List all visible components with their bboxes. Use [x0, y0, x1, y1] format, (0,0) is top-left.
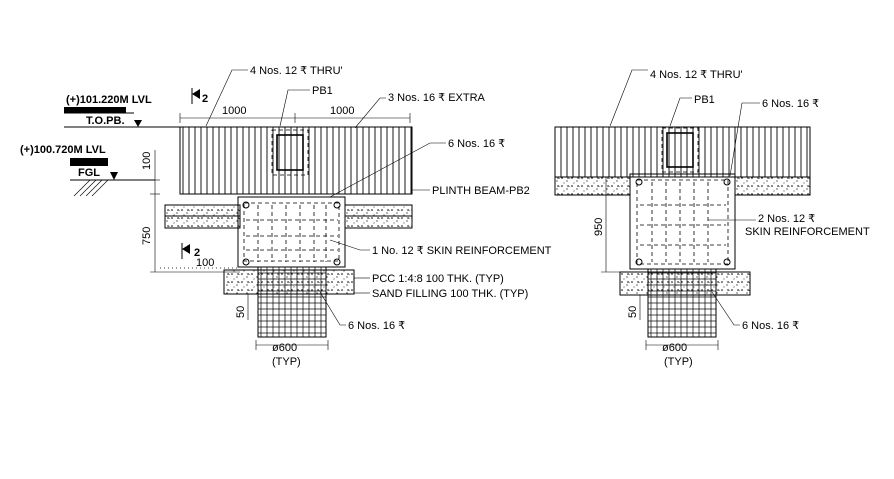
vertical-dimensions: 100 750 100 50 ø600 (TYP) [141, 150, 329, 368]
ground-level-label: (+)100.720M LVL [20, 144, 106, 156]
svg-text:950: 950 [593, 218, 605, 236]
right-section: 950 50 ø600 (TYP) 4 Nos. 12 ₹ THRU' PB1 … [554, 69, 870, 368]
left-section: (+)101.220M LVL T.O.PB. (+)100.720M LVL … [20, 65, 552, 368]
svg-text:1 No. 12 ₹ SKIN REINFORCEMENT: 1 No. 12 ₹ SKIN REINFORCEMENT [372, 245, 552, 257]
svg-text:2: 2 [194, 247, 200, 259]
svg-text:3 Nos. 16 ₹ EXTRA: 3 Nos. 16 ₹ EXTRA [388, 92, 486, 104]
ground-level-sub: FGL [78, 167, 100, 179]
svg-text:4 Nos. 12 ₹ THRU': 4 Nos. 12 ₹ THRU' [250, 65, 343, 77]
svg-text:6 Nos. 16 ₹: 6 Nos. 16 ₹ [762, 98, 819, 110]
svg-text:50: 50 [235, 306, 247, 318]
svg-text:750: 750 [141, 227, 153, 245]
span-dimension: 1000 1000 [179, 105, 411, 123]
svg-text:2: 2 [202, 93, 208, 105]
plinth-beam-right [554, 126, 811, 178]
svg-text:ø600: ø600 [272, 342, 297, 354]
svg-text:2 Nos. 12 ₹: 2 Nos. 12 ₹ [758, 213, 815, 225]
svg-text:1000: 1000 [330, 105, 354, 117]
section-mark-bottom: 2 [181, 243, 200, 259]
svg-text:(TYP): (TYP) [664, 356, 693, 368]
section-mark-top: 2 [191, 88, 208, 105]
svg-text:50: 50 [627, 306, 639, 318]
pile-cap-bars [242, 201, 341, 266]
svg-text:PB1: PB1 [312, 85, 333, 97]
svg-text:6 Nos. 16 ₹: 6 Nos. 16 ₹ [742, 320, 799, 332]
pile-beam-pb1-right [661, 127, 699, 173]
svg-text:PB1: PB1 [694, 94, 715, 106]
top-level-label: (+)101.220M LVL [66, 94, 152, 106]
pile-beam-pb1 [271, 129, 309, 176]
svg-text:(TYP): (TYP) [272, 356, 301, 368]
svg-text:1000: 1000 [222, 105, 246, 117]
svg-text:PLINTH BEAM-PB2: PLINTH BEAM-PB2 [432, 185, 530, 197]
svg-text:PCC 1:4:8 100 THK. (TYP): PCC 1:4:8 100 THK. (TYP) [372, 273, 504, 285]
svg-text:100: 100 [141, 152, 153, 170]
right-callouts: 4 Nos. 12 ₹ THRU' PB1 6 Nos. 16 ₹ 2 Nos.… [609, 69, 870, 332]
plinth-beam [179, 126, 413, 195]
pile [257, 266, 327, 338]
right-dimensions: 950 50 ø600 (TYP) [593, 176, 719, 368]
svg-text:SAND FILLING 100 THK. (TYP): SAND FILLING 100 THK. (TYP) [372, 288, 528, 300]
ground-hatch-symbol [73, 179, 109, 197]
svg-text:SKIN REINFORCEMENT: SKIN REINFORCEMENT [745, 226, 870, 238]
pile-cap-right [629, 173, 736, 270]
left-callouts: 4 Nos. 12 ₹ THRU' PB1 3 Nos. 16 ₹ EXTRA … [205, 65, 552, 332]
svg-text:6 Nos. 16 ₹: 6 Nos. 16 ₹ [448, 138, 505, 150]
pile-right [647, 268, 717, 338]
svg-text:100: 100 [196, 257, 214, 269]
top-level-sub: T.O.PB. [86, 115, 125, 127]
pile-cap-right-bars [635, 178, 731, 266]
ground-level-marker: (+)100.720M LVL FGL [20, 144, 155, 197]
svg-text:ø600: ø600 [662, 342, 687, 354]
pile-cap [237, 196, 346, 268]
svg-text:6 Nos. 16 ₹: 6 Nos. 16 ₹ [348, 320, 405, 332]
svg-text:4 Nos. 12 ₹ THRU': 4 Nos. 12 ₹ THRU' [650, 69, 743, 81]
